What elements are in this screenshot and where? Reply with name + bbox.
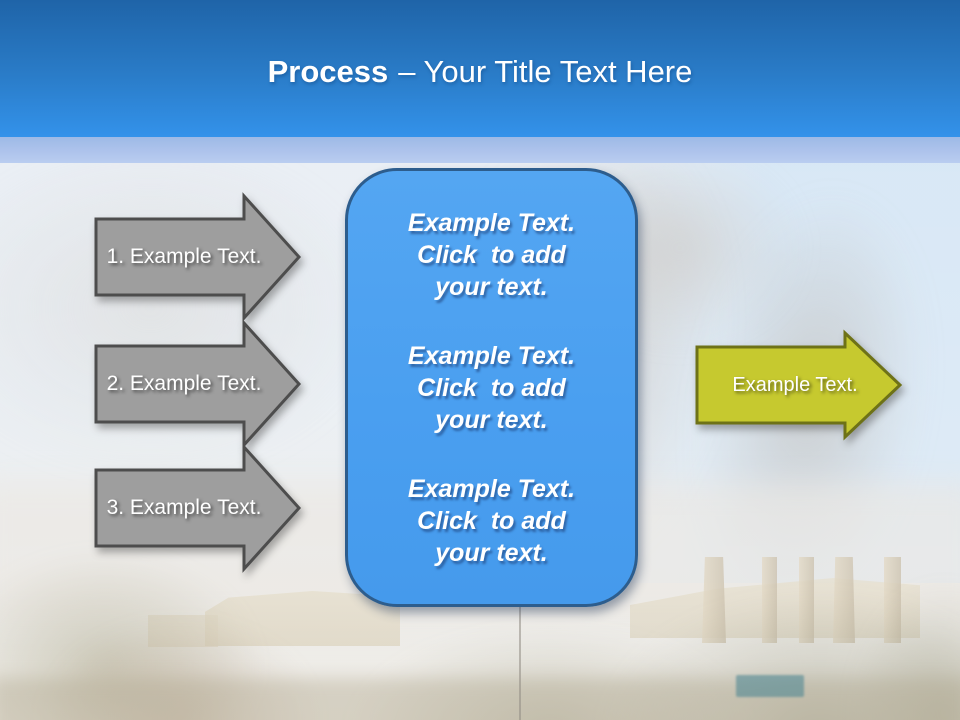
title-keyword: Process [267, 54, 389, 89]
accent-strip [0, 137, 960, 163]
panel-text-placeholder[interactable]: Example Text. Click to add your text. [407, 341, 576, 434]
panel-text-placeholder[interactable]: Example Text. Click to add your text. [407, 208, 576, 301]
step-arrow-label: 1. Example Text. [106, 245, 262, 268]
teal-structure [736, 675, 804, 697]
step-arrow-2[interactable]: 2. Example Text. [94, 319, 302, 449]
result-arrow-label: Example Text. [732, 373, 858, 396]
right-arrow-shape [94, 192, 302, 322]
result-arrow[interactable]: Example Text. [695, 329, 903, 441]
page-title[interactable]: Process – Your Title Text Here [0, 52, 960, 92]
right-arrow-shape [94, 319, 302, 449]
step-arrow-3[interactable]: 3. Example Text. [94, 443, 302, 573]
title-subtitle: – Your Title Text Here [398, 54, 693, 89]
utility-pole [519, 601, 521, 720]
panel-text-placeholder[interactable]: Example Text. Click to add your text. [407, 474, 576, 567]
right-arrow-shape [695, 329, 903, 441]
step-arrow-label: 2. Example Text. [106, 372, 262, 395]
step-arrow-1[interactable]: 1. Example Text. [94, 192, 302, 322]
title-band [0, 0, 960, 137]
text-panel[interactable]: Example Text. Click to add your text. Ex… [345, 168, 638, 607]
step-arrow-label: 3. Example Text. [106, 496, 262, 519]
right-arrow-shape [94, 443, 302, 573]
